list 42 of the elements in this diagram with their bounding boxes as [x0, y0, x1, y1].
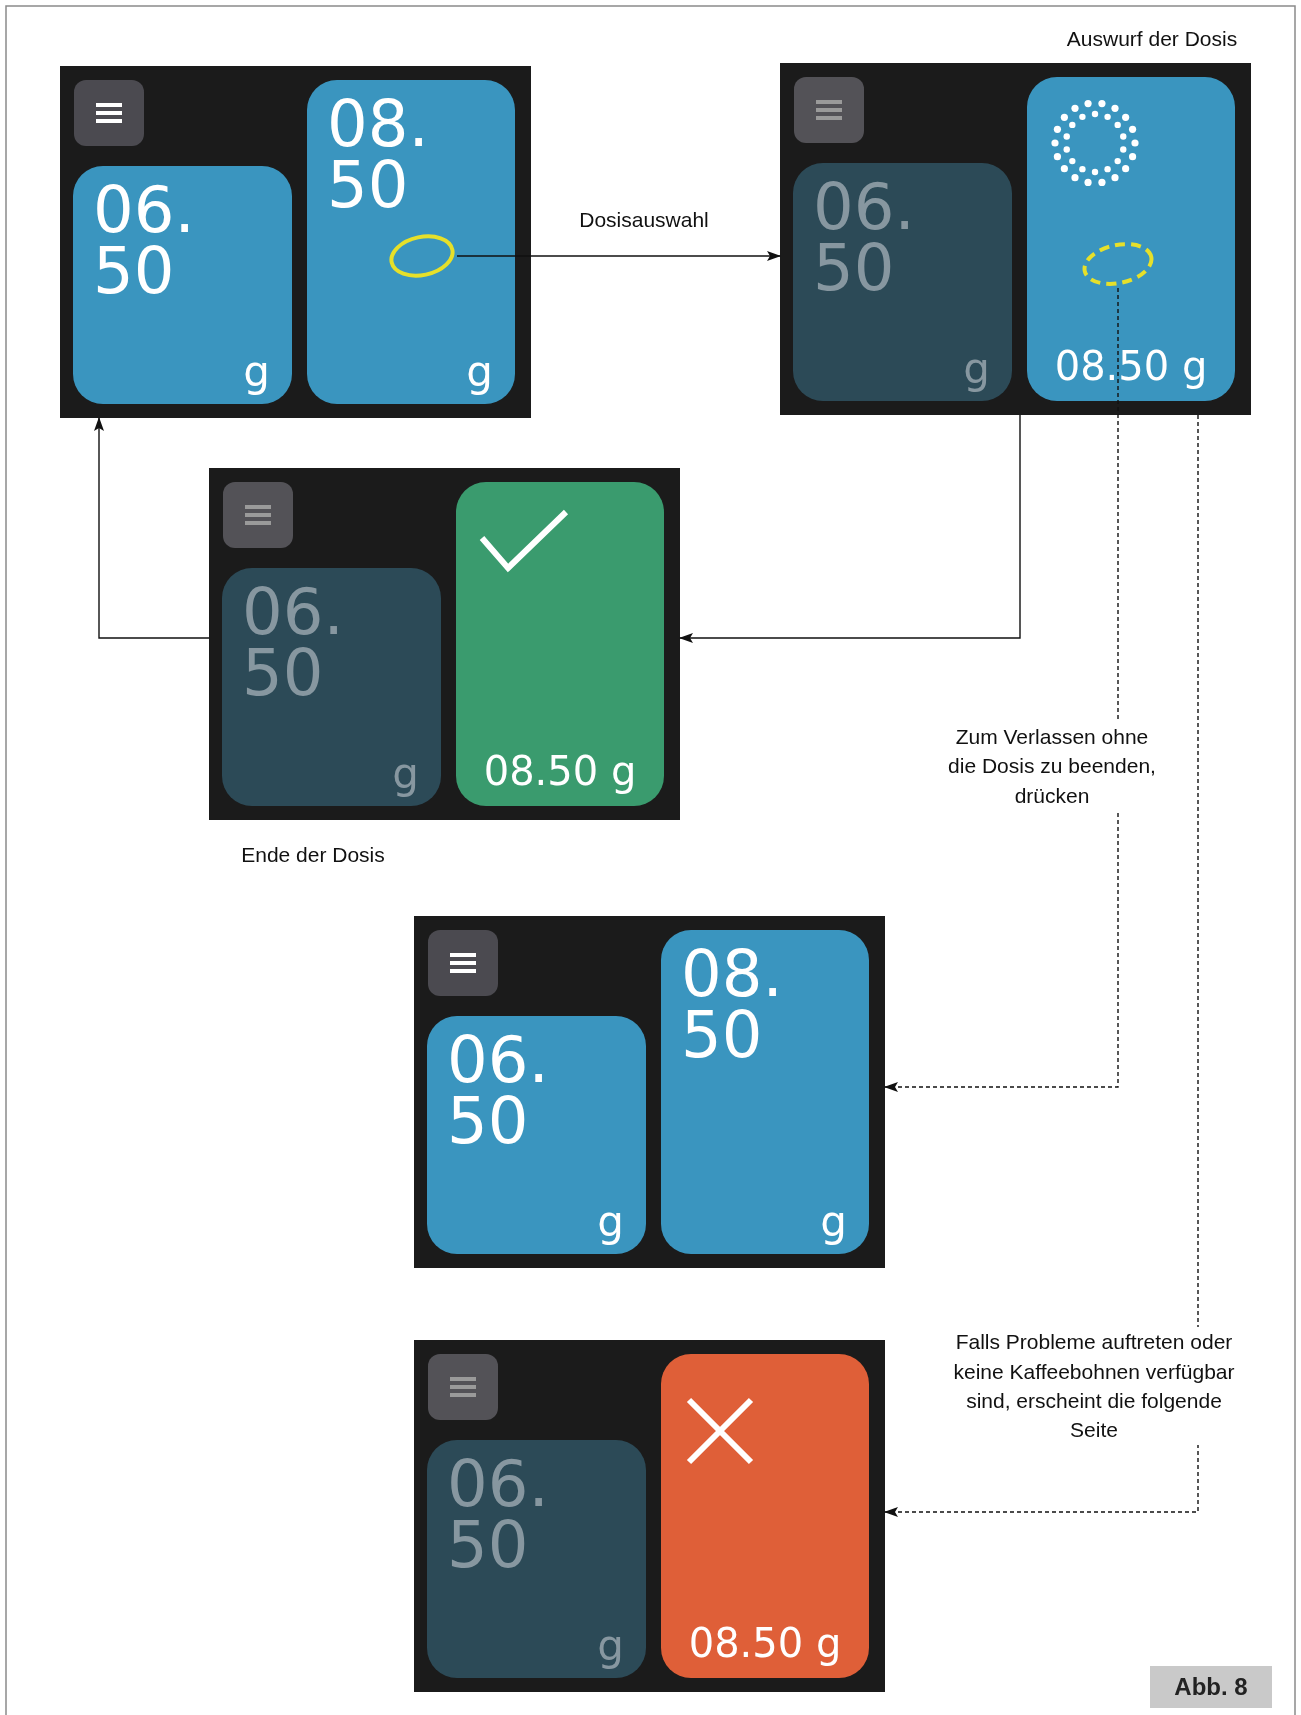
- device-screen: [209, 468, 680, 820]
- highlight-ellipse: [387, 232, 457, 280]
- dose-tile: [222, 568, 441, 806]
- device-screen: [414, 1340, 885, 1692]
- dose-tile: [73, 166, 292, 404]
- dose-tile: [307, 80, 515, 404]
- dose-amount: 08.50 g: [1053, 343, 1209, 389]
- unit-label: g: [243, 347, 270, 396]
- figure-number: Abb. 8: [1150, 1666, 1272, 1708]
- unit-label: g: [597, 1197, 624, 1246]
- unit-label: g: [963, 344, 990, 393]
- arrow: [94, 417, 210, 639]
- dose-tile: [427, 1016, 646, 1254]
- dose-value: 06. 50: [242, 582, 345, 704]
- dose-tile: [661, 930, 869, 1254]
- device-screen: [414, 916, 885, 1268]
- unit-label: g: [820, 1197, 847, 1246]
- device-screen: [60, 66, 531, 418]
- dose-amount: 08.50 g: [687, 1620, 843, 1666]
- arrow: [679, 414, 1021, 643]
- dose-value: 06. 50: [93, 180, 196, 302]
- dashed-arrow: [884, 414, 1199, 1517]
- dose-value: 06. 50: [813, 177, 916, 299]
- dose-tile: [456, 482, 664, 806]
- dose-value: 08. 50: [327, 94, 430, 216]
- dose-value: 06. 50: [447, 1454, 550, 1576]
- unit-label: g: [392, 749, 419, 798]
- dose-tile: [1027, 77, 1235, 401]
- arrow: [456, 251, 781, 261]
- node-label: Auswurf der Dosis: [1066, 27, 1238, 51]
- highlight-ellipse: [1080, 240, 1156, 288]
- dose-tile: [427, 1440, 646, 1678]
- unit-label: g: [597, 1621, 624, 1670]
- dose-value: 08. 50: [681, 944, 784, 1066]
- dashed-arrow: [884, 287, 1119, 1092]
- dose-tile: [661, 1354, 869, 1678]
- dose-tile: [793, 163, 1012, 401]
- node-label: Ende der Dosis: [241, 843, 385, 867]
- dose-value: 06. 50: [447, 1030, 550, 1152]
- device-screen: [780, 63, 1251, 415]
- unit-label: g: [466, 347, 493, 396]
- dose-amount: 08.50 g: [482, 748, 638, 794]
